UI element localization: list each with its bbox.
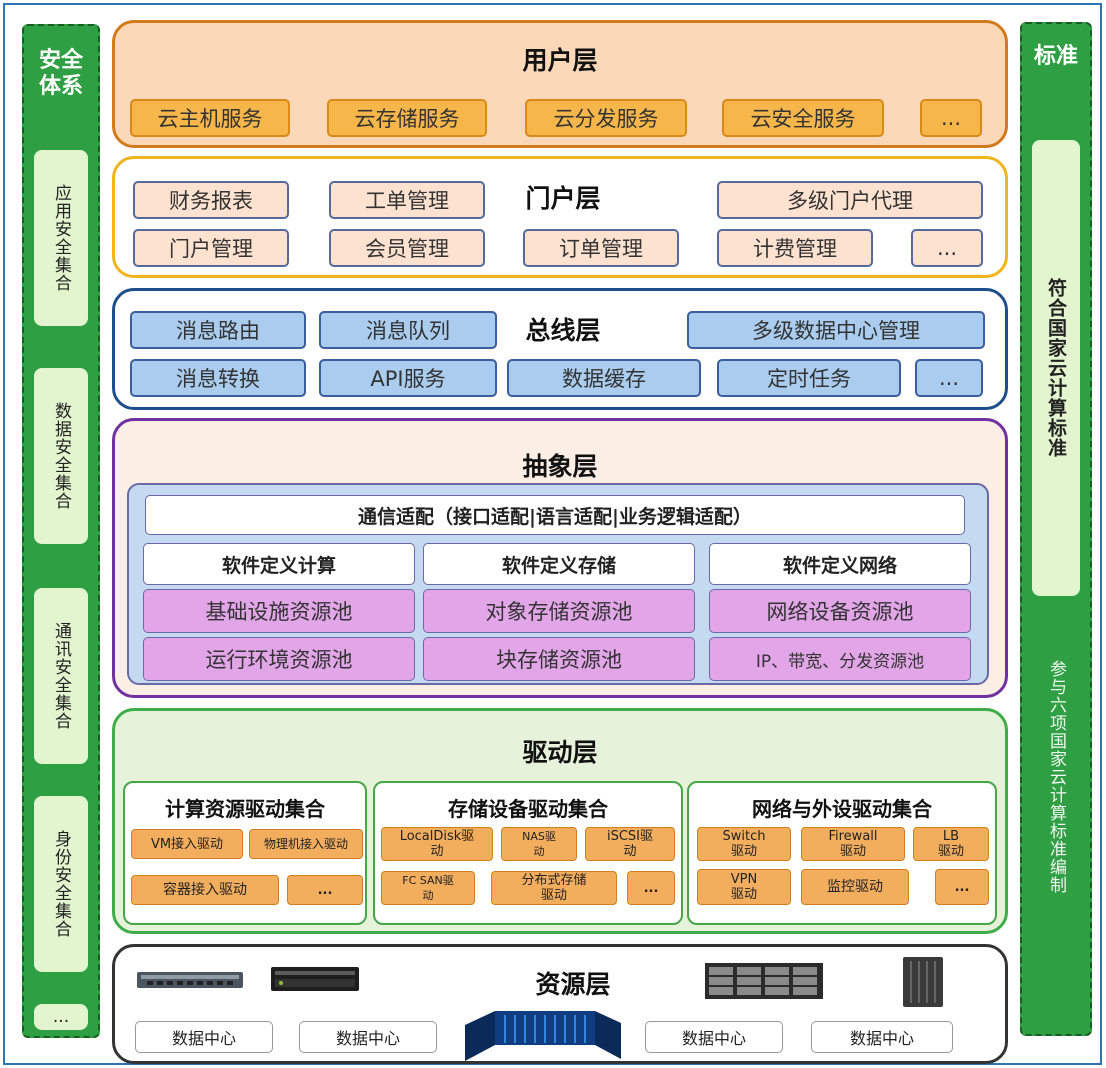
security-item-identity: 身份安全集合 xyxy=(34,796,88,972)
bus-item-multi-dc: 多级数据中心管理 xyxy=(687,311,985,349)
bus-item-api: API服务 xyxy=(319,359,497,397)
abstract-pool-ip: IP、带宽、分发资源池 xyxy=(709,637,971,681)
datacenter-cabinets-icon xyxy=(465,1011,621,1061)
driver-network-more: ... xyxy=(935,869,989,905)
driver-distributed: 分布式存储驱动 xyxy=(491,871,617,905)
user-item-more: ... xyxy=(920,99,982,137)
abstract-col-storage: 软件定义存储 xyxy=(423,543,695,585)
driver-switch: Switch驱动 xyxy=(697,827,791,861)
outer-frame xyxy=(3,3,1102,1065)
driver-physical: 物理机接入驱动 xyxy=(249,829,363,859)
security-item-data: 数据安全集合 xyxy=(34,368,88,544)
user-item-cloud-cdn: 云分发服务 xyxy=(525,99,687,137)
driver-vpn: VPN驱动 xyxy=(697,869,791,905)
bus-item-routing: 消息路由 xyxy=(130,311,306,349)
bus-layer: 总线层 消息路由 消息队列 多级数据中心管理 消息转换 API服务 数据缓存 定… xyxy=(112,288,1008,410)
datacenter-box-3: 数据中心 xyxy=(645,1021,783,1053)
bus-item-cache: 数据缓存 xyxy=(507,359,701,397)
driver-container: 容器接入驱动 xyxy=(131,875,279,905)
user-layer-title: 用户层 xyxy=(522,46,598,75)
bus-item-more: ... xyxy=(915,359,983,397)
standards-item-participate: 参与六项国家云计算标准编制 xyxy=(1046,660,1066,894)
portal-layer: 门户层 财务报表 工单管理 多级门户代理 门户管理 会员管理 订单管理 计费管理… xyxy=(112,156,1008,278)
abstract-layer: 抽象层 通信适配（接口适配|语言适配|业务逻辑适配） 软件定义计算 软件定义存储… xyxy=(112,418,1008,698)
driver-group-compute: 计算资源驱动集合 VM接入驱动 物理机接入驱动 容器接入驱动 ... xyxy=(123,781,367,925)
driver-fcsan: FC SAN驱动 xyxy=(381,871,475,905)
driver-group-compute-title: 计算资源驱动集合 xyxy=(165,797,325,821)
driver-storage-more: ... xyxy=(627,871,675,905)
abstract-layer-title: 抽象层 xyxy=(522,452,598,481)
abstract-pool-network: 网络设备资源池 xyxy=(709,589,971,633)
driver-group-storage-title: 存储设备驱动集合 xyxy=(448,797,608,821)
bus-item-transform: 消息转换 xyxy=(130,359,306,397)
driver-group-storage: 存储设备驱动集合 LocalDisk驱动 NAS驱动 iSCSI驱动 FC SA… xyxy=(373,781,683,925)
standards-item-compliant: 符合国家云计算标准 xyxy=(1032,140,1080,596)
datacenter-box-2: 数据中心 xyxy=(299,1021,437,1053)
user-item-cloud-host: 云主机服务 xyxy=(130,99,290,137)
abstract-col-network: 软件定义网络 xyxy=(709,543,971,585)
driver-nas: NAS驱动 xyxy=(501,827,577,861)
datacenter-box-4: 数据中心 xyxy=(811,1021,953,1053)
user-item-cloud-security: 云安全服务 xyxy=(722,99,884,137)
portal-item-ticket: 工单管理 xyxy=(329,181,485,219)
abstract-pool-infra: 基础设施资源池 xyxy=(143,589,415,633)
driver-monitor: 监控驱动 xyxy=(801,869,909,905)
standards-panel-title: 标准 xyxy=(1033,44,1078,69)
driver-compute-more: ... xyxy=(287,875,363,905)
user-layer: 用户层 云主机服务 云存储服务 云分发服务 云安全服务 ... xyxy=(112,20,1008,148)
driver-firewall: Firewall驱动 xyxy=(801,827,905,861)
bus-layer-title: 总线层 xyxy=(525,316,601,345)
abstract-inner-panel: 通信适配（接口适配|语言适配|业务逻辑适配） 软件定义计算 软件定义存储 软件定… xyxy=(127,483,989,685)
driver-group-network-title: 网络与外设驱动集合 xyxy=(752,797,932,821)
portal-item-more: ... xyxy=(911,229,983,267)
storage-array-icon xyxy=(705,963,823,999)
user-item-cloud-storage: 云存储服务 xyxy=(327,99,487,137)
driver-layer-title: 驱动层 xyxy=(522,738,598,767)
rack-server-icon xyxy=(271,967,359,991)
abstract-col-compute: 软件定义计算 xyxy=(143,543,415,585)
resource-layer-title: 资源层 xyxy=(535,970,611,999)
abstract-pool-object: 对象存储资源池 xyxy=(423,589,695,633)
bus-item-scheduler: 定时任务 xyxy=(717,359,901,397)
security-panel: 安全体系 应用安全集合 数据安全集合 通讯安全集合 身份安全集合 ... xyxy=(22,24,100,1038)
portal-layer-title: 门户层 xyxy=(525,184,601,213)
driver-localdisk: LocalDisk驱动 xyxy=(381,827,493,861)
portal-item-multi-proxy: 多级门户代理 xyxy=(717,181,983,219)
network-switch-icon xyxy=(137,972,243,988)
security-panel-title: 安全体系 xyxy=(38,48,83,99)
abstract-adapter: 通信适配（接口适配|语言适配|业务逻辑适配） xyxy=(145,495,965,535)
driver-vm: VM接入驱动 xyxy=(131,829,243,859)
driver-layer: 驱动层 计算资源驱动集合 VM接入驱动 物理机接入驱动 容器接入驱动 ... 存… xyxy=(112,708,1008,934)
resource-layer: 资源层 数据中心 数据中心 数据中心 数据中心 xyxy=(112,944,1008,1064)
portal-item-member: 会员管理 xyxy=(329,229,485,267)
security-item-comm: 通讯安全集合 xyxy=(34,588,88,764)
driver-group-network: 网络与外设驱动集合 Switch驱动 Firewall驱动 LB驱动 VPN驱动… xyxy=(687,781,997,925)
security-item-more: ... xyxy=(34,1004,88,1030)
driver-iscsi: iSCSI驱动 xyxy=(585,827,675,861)
portal-item-order: 订单管理 xyxy=(523,229,679,267)
security-item-app: 应用安全集合 xyxy=(34,150,88,326)
portal-item-portal-mgmt: 门户管理 xyxy=(133,229,289,267)
tower-server-icon xyxy=(903,957,943,1007)
bus-item-queue: 消息队列 xyxy=(319,311,497,349)
driver-lb: LB驱动 xyxy=(913,827,989,861)
abstract-pool-runtime: 运行环境资源池 xyxy=(143,637,415,681)
datacenter-box-1: 数据中心 xyxy=(135,1021,273,1053)
portal-item-billing: 计费管理 xyxy=(717,229,873,267)
portal-item-finance: 财务报表 xyxy=(133,181,289,219)
standards-panel: 标准 符合国家云计算标准 参与六项国家云计算标准编制 xyxy=(1020,22,1092,1036)
abstract-pool-block: 块存储资源池 xyxy=(423,637,695,681)
